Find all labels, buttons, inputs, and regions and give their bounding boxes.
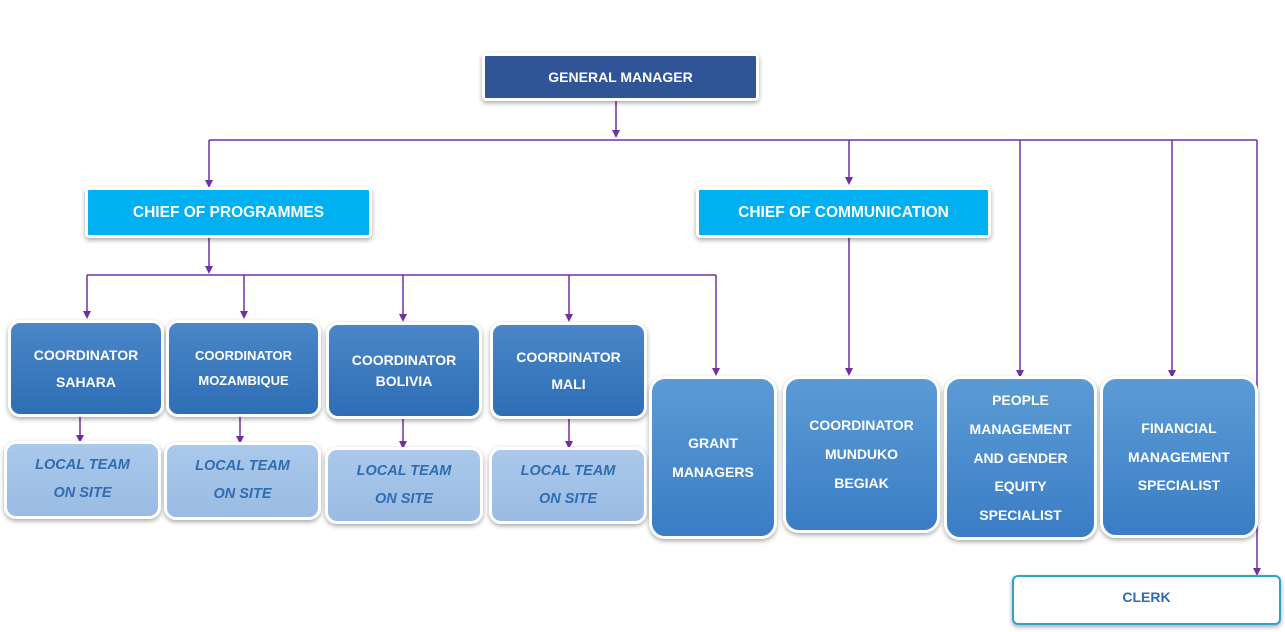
grant-managers-line1: GRANT	[688, 434, 738, 451]
chief-of-programmes-box: CHIEF OF PROGRAMMES	[85, 187, 372, 238]
clerk-label: CLERK	[1122, 589, 1171, 605]
coordinator-mozambique-region: MOZAMBIQUE	[198, 372, 289, 388]
coordinator-sahara-title: COORDINATOR	[33, 346, 139, 363]
coordinator-sahara-region: SAHARA	[56, 373, 116, 390]
local-team-bolivia-line2: ON SITE	[374, 490, 433, 507]
chief-of-communication-label: CHIEF OF COMMUNICATION	[738, 203, 949, 221]
local-team-sahara-box: LOCAL TEAM ON SITE	[4, 441, 161, 519]
local-team-mozambique-line1: LOCAL TEAM	[195, 458, 290, 475]
local-team-mozambique-box: LOCAL TEAM ON SITE	[164, 442, 321, 520]
coordinator-mali-title: COORDINATOR	[516, 348, 621, 365]
coordinator-bolivia-box: COORDINATOR BOLIVIA	[326, 322, 482, 419]
coordinator-mali-box: COORDINATOR MALI	[490, 322, 647, 419]
local-team-mozambique-line2: ON SITE	[213, 486, 272, 502]
local-team-mali-box: LOCAL TEAM ON SITE	[489, 447, 647, 524]
chief-of-communication-box: CHIEF OF COMMUNICATION	[696, 187, 991, 238]
general-manager-label: GENERAL MANAGER	[548, 68, 693, 85]
coordinator-sahara-box: COORDINATOR SAHARA	[8, 320, 164, 417]
local-team-mali-line1: LOCAL TEAM	[520, 462, 616, 479]
financial-management-line2: MANAGEMENT	[1128, 448, 1230, 465]
local-team-sahara-line2: ON SITE	[53, 485, 112, 501]
coordinator-munduko-line3: BEGIAK	[834, 474, 889, 491]
grant-managers-box: GRANT MANAGERS	[649, 376, 777, 539]
people-management-line3: AND GENDER	[973, 449, 1068, 466]
local-team-bolivia-box: LOCAL TEAM ON SITE	[325, 447, 483, 524]
people-management-line5: SPECIALIST	[979, 507, 1062, 524]
clerk-box: CLERK	[1012, 575, 1281, 625]
people-management-box: PEOPLE MANAGEMENT AND GENDER EQUITY SPEC…	[944, 376, 1097, 540]
local-team-bolivia-line1: LOCAL TEAM	[356, 462, 452, 479]
local-team-mali-line2: ON SITE	[538, 490, 597, 507]
financial-management-line1: FINANCIAL	[1141, 419, 1217, 436]
people-management-line2: MANAGEMENT	[969, 420, 1072, 437]
chief-of-programmes-label: CHIEF OF PROGRAMMES	[132, 203, 325, 221]
local-team-sahara-line1: LOCAL TEAM	[35, 457, 130, 474]
coordinator-munduko-begiak-box: COORDINATOR MUNDUKO BEGIAK	[783, 376, 940, 533]
coordinator-munduko-line2: MUNDUKO	[824, 446, 899, 463]
people-management-line1: PEOPLE	[992, 392, 1049, 409]
coordinator-mozambique-title: COORDINATOR	[194, 347, 293, 363]
coordinator-mozambique-box: COORDINATOR MOZAMBIQUE	[166, 320, 321, 417]
general-manager-box: GENERAL MANAGER	[482, 53, 759, 101]
coordinator-mali-region: MALI	[551, 375, 586, 392]
coordinator-munduko-line1: COORDINATOR	[809, 417, 914, 434]
grant-managers-line2: MANAGERS	[672, 463, 754, 480]
coordinator-bolivia-region: BOLIVIA	[375, 372, 433, 389]
people-management-line4: EQUITY	[994, 478, 1047, 495]
financial-management-line3: SPECIALIST	[1137, 477, 1221, 494]
coordinator-bolivia-title: COORDINATOR	[351, 352, 457, 369]
financial-management-box: FINANCIAL MANAGEMENT SPECIALIST	[1100, 376, 1258, 538]
